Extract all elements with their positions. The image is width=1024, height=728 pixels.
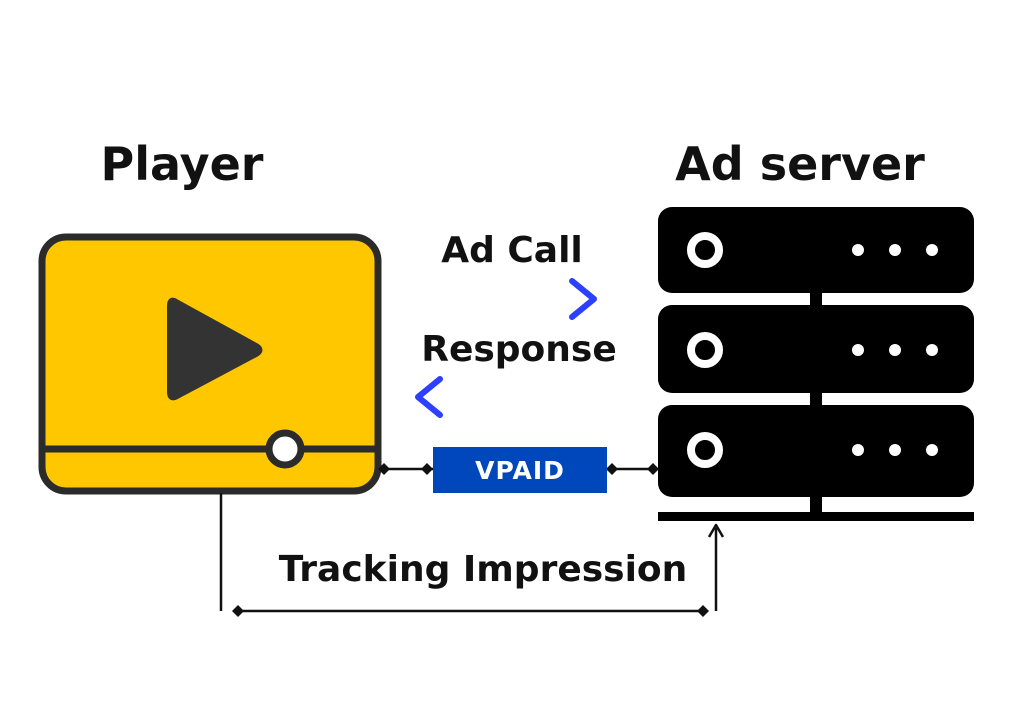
vpaid-connector xyxy=(378,463,659,475)
vpaid-label: VPAID xyxy=(475,456,565,485)
ad-server-title: Ad server xyxy=(675,137,925,191)
play-icon xyxy=(167,297,263,401)
ad-call-label: Ad Call xyxy=(441,230,583,271)
video-player-icon xyxy=(38,233,382,495)
player-title: Player xyxy=(101,137,264,191)
ad-call-arrow xyxy=(425,278,597,320)
server-rack-icon xyxy=(658,207,974,521)
server-unit-2 xyxy=(658,305,974,393)
server-unit-3 xyxy=(658,405,974,497)
progress-knob xyxy=(265,429,305,469)
tracking-impression-label: Tracking Impression xyxy=(279,549,688,590)
tracking-arrowhead xyxy=(707,523,725,538)
tracking-impression-connector xyxy=(219,493,725,617)
response-arrow xyxy=(415,376,621,418)
response-label: Response xyxy=(421,329,617,370)
vpaid-badge xyxy=(433,447,607,493)
server-unit-1 xyxy=(658,207,974,293)
